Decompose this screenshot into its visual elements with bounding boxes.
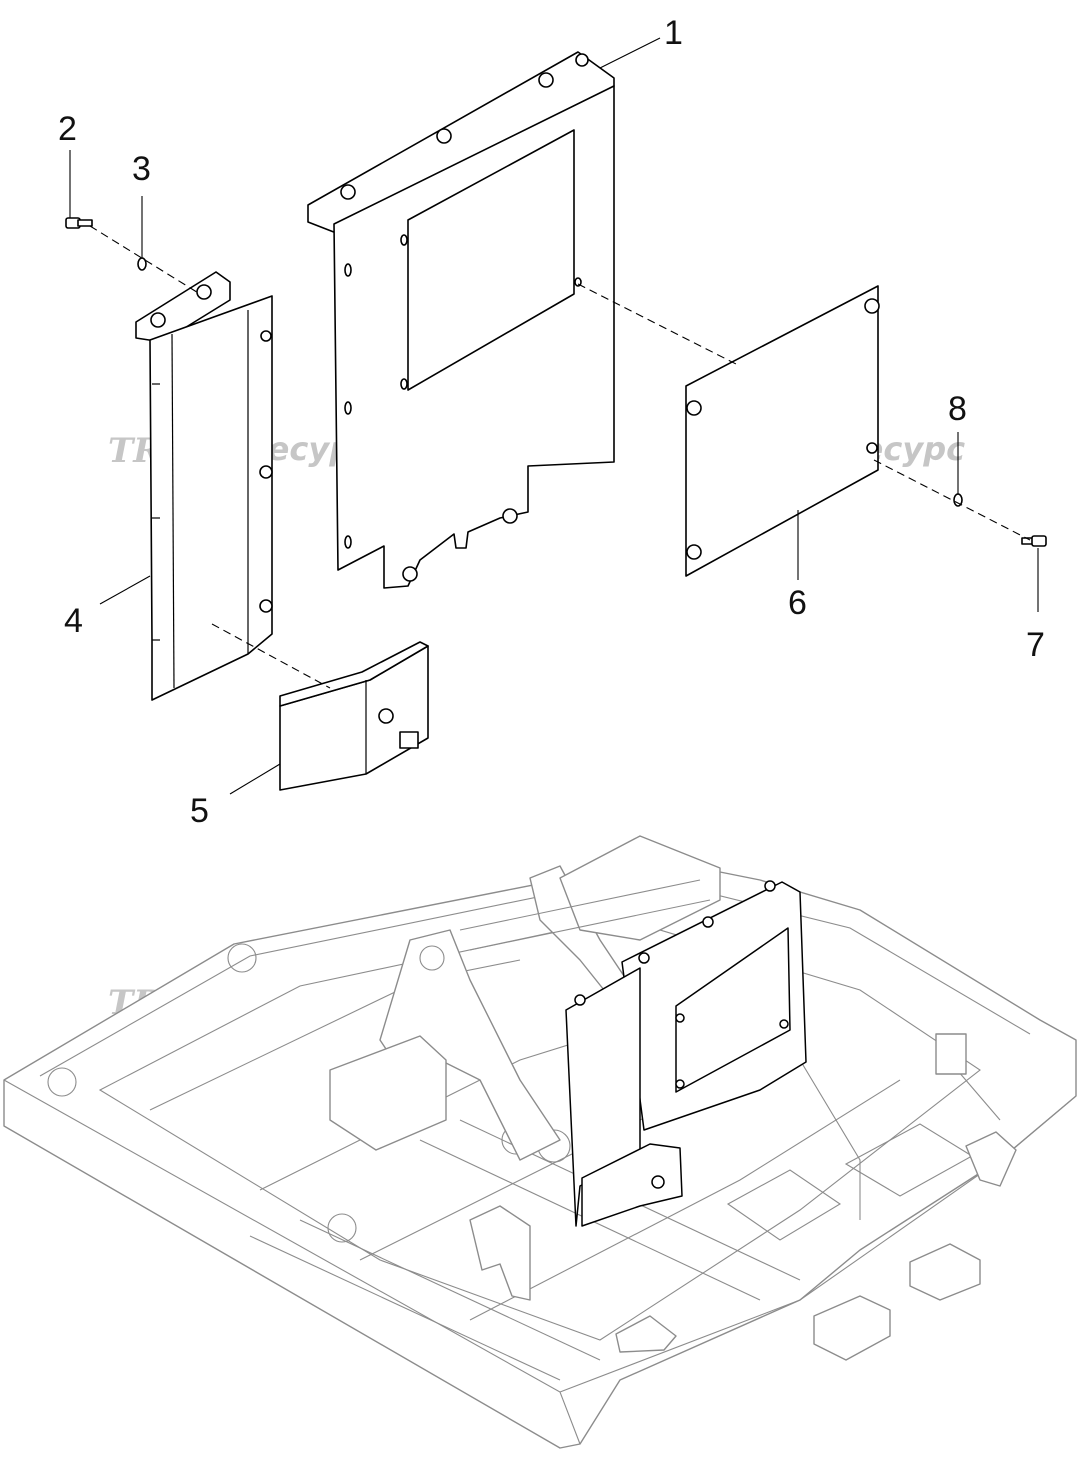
- assembled-panels: [565, 880, 807, 1227]
- callout-1: 1: [664, 14, 683, 52]
- callout-8: 8: [948, 390, 967, 428]
- part-2-bolt: [65, 217, 93, 229]
- callout-7: 7: [1026, 626, 1045, 664]
- callout-2: 2: [58, 110, 77, 148]
- callout-6: 6: [788, 584, 807, 622]
- part-1-panel: [307, 51, 615, 589]
- part-7-bolt: [1021, 535, 1047, 547]
- part-6-cover: [685, 285, 880, 577]
- leader-lines: [69, 37, 1039, 795]
- part-3-washer: [137, 257, 147, 271]
- part-4-bracket: [135, 271, 273, 701]
- callout-3: 3: [132, 150, 151, 188]
- callout-4: 4: [64, 602, 83, 640]
- part-5-block: [279, 641, 429, 791]
- machine-frame-assembly: [3, 835, 1077, 1449]
- callout-5: 5: [190, 792, 209, 830]
